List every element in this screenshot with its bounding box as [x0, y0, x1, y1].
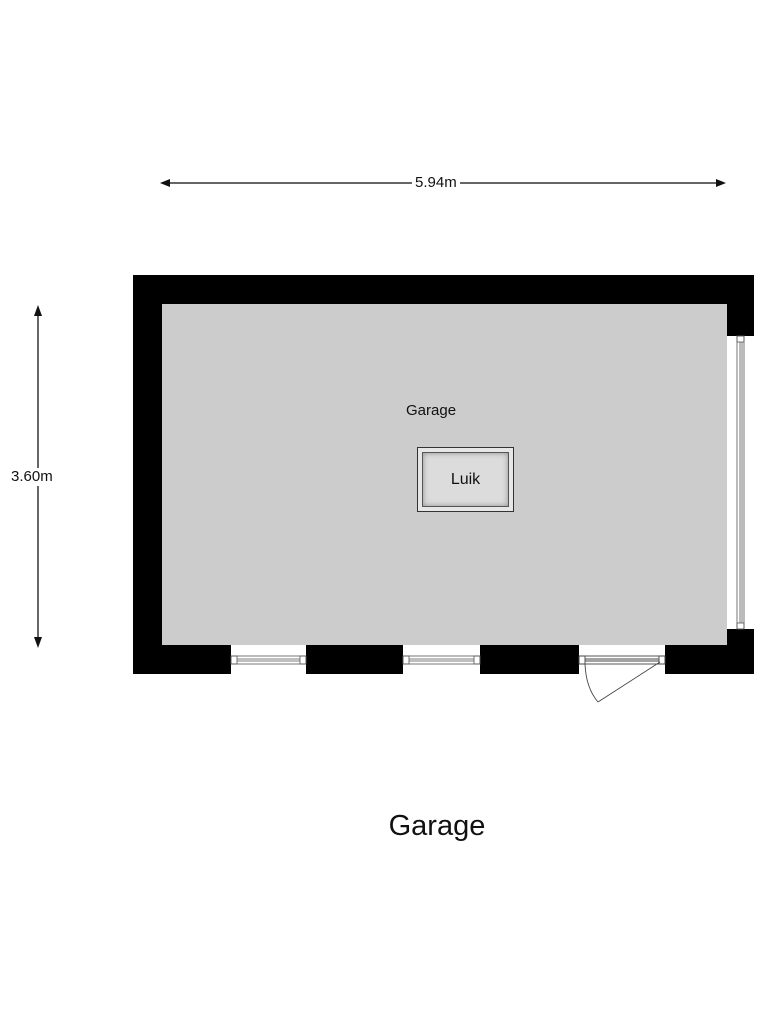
- window-bottom-1: [230, 655, 307, 665]
- width-dimension-label: 5.94m: [412, 174, 460, 192]
- floor-title: Garage: [388, 810, 486, 842]
- arrow-left-icon: [160, 179, 170, 187]
- door-bottom: [578, 655, 666, 703]
- window-right: [736, 335, 745, 630]
- height-dimension-label: 3.60m: [8, 468, 56, 486]
- arrow-down-icon: [34, 637, 42, 648]
- room-label: Garage: [406, 402, 457, 419]
- window-bottom-2: [402, 655, 481, 665]
- hatch-label: Luik: [422, 452, 509, 507]
- arrow-up-icon: [34, 305, 42, 316]
- hatch: Luik: [417, 447, 514, 512]
- walls: [133, 275, 754, 674]
- arrow-right-icon: [716, 179, 726, 187]
